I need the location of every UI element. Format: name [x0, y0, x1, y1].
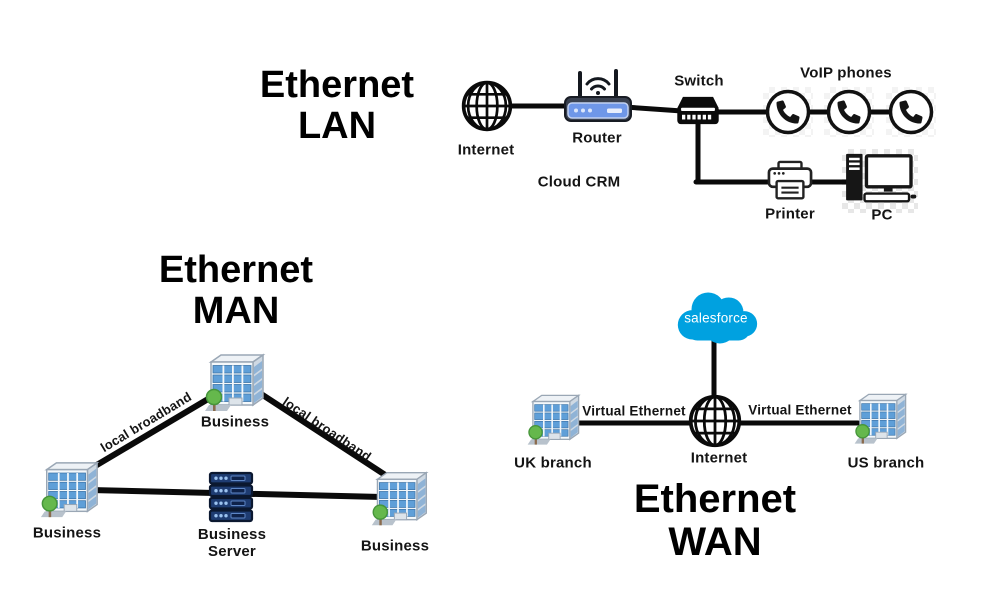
wan-link-left-label: Virtual Ethernet	[582, 403, 686, 419]
server-icon	[205, 471, 257, 523]
switch-icon	[674, 95, 722, 127]
building-icon-man-top	[201, 350, 269, 416]
business-server-label-line2: Server	[208, 543, 256, 560]
printer-icon	[766, 160, 814, 204]
pc-icon	[843, 150, 917, 212]
wan-title-line1: Ethernet	[633, 476, 797, 521]
voip-phone-icon-2	[825, 88, 873, 136]
router-icon	[562, 65, 634, 125]
wan-title-line2: WAN	[668, 520, 762, 564]
business-server-label: Business Server	[198, 526, 266, 561]
wan-internet-label: Internet	[690, 449, 748, 467]
business-server-label-line1: Business	[197, 525, 267, 543]
switch-label: Switch	[674, 72, 724, 90]
uk-branch-label: UK branch	[514, 454, 592, 472]
wan-title: Ethernet WAN	[633, 476, 797, 564]
man-business-right-label: Business	[360, 537, 430, 555]
man-title-line2: MAN	[192, 290, 280, 332]
internet-globe-icon-wan	[687, 393, 743, 449]
man-link-top-right	[249, 385, 399, 485]
voip-phone-icon-3	[887, 88, 935, 136]
voip-phones-label: VoIP phones	[800, 64, 892, 82]
lan-title: Ethernet LAN	[259, 63, 415, 147]
man-link-left-top	[82, 383, 233, 475]
lan-title-line1: Ethernet	[259, 63, 415, 106]
wan-link-right-label: Virtual Ethernet	[748, 402, 852, 418]
cloud-crm-label: Cloud CRM	[537, 173, 621, 191]
man-title-line1: Ethernet	[158, 248, 314, 291]
man-business-left-label: Business	[32, 524, 102, 542]
salesforce-cloud-label: salesforce	[684, 310, 748, 326]
building-icon-man-left	[37, 458, 103, 522]
pc-label: PC	[871, 206, 893, 224]
lan-title-line2: LAN	[297, 105, 377, 147]
voip-phone-icon-1	[764, 88, 812, 136]
man-title: Ethernet MAN	[158, 248, 314, 332]
man-business-top-label: Business	[200, 413, 270, 431]
us-branch-label: US branch	[847, 454, 925, 472]
printer-label: Printer	[765, 205, 815, 223]
internet-globe-icon	[460, 79, 514, 133]
building-icon-uk-branch	[524, 391, 584, 449]
lan-internet-label: Internet	[457, 141, 515, 159]
building-icon-us-branch	[851, 390, 911, 448]
building-icon-man-right	[368, 468, 432, 530]
lan-link-router-switch	[622, 104, 685, 114]
router-label: Router	[572, 129, 622, 147]
